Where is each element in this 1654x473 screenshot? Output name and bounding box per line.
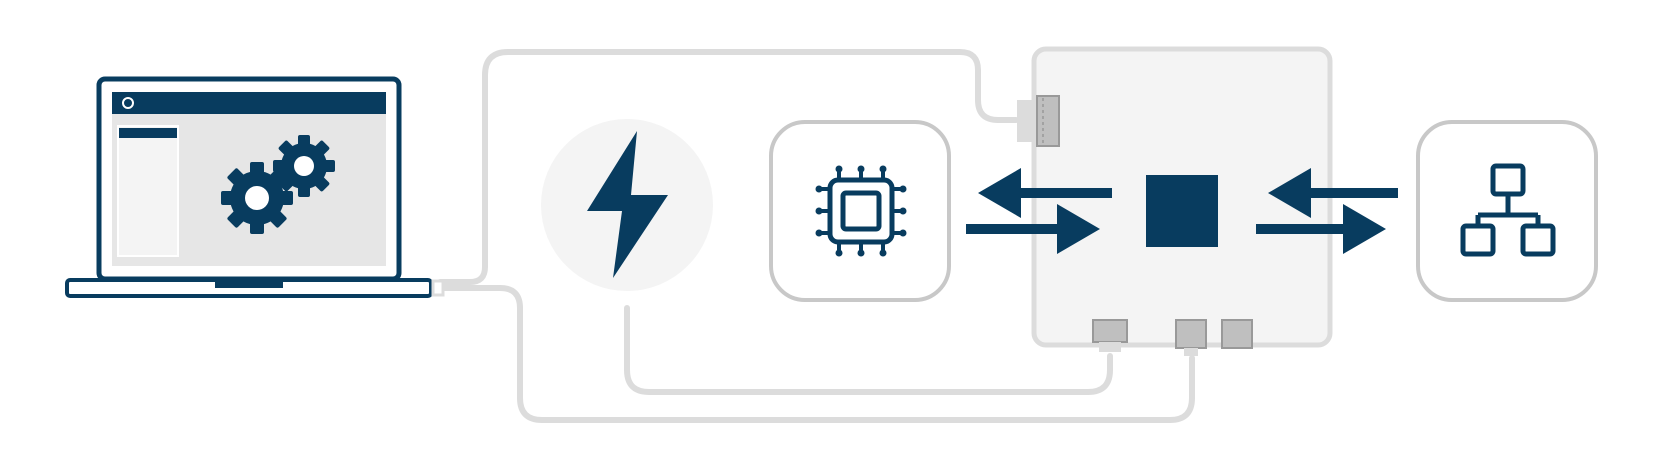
window-button-icon bbox=[122, 97, 134, 109]
power-node bbox=[541, 119, 713, 291]
cable-laptop-to-bottom-port bbox=[437, 285, 1195, 423]
arrows-core-network bbox=[1256, 168, 1398, 254]
bottom-port-power bbox=[1092, 319, 1128, 343]
arrow-right-icon bbox=[1057, 204, 1100, 254]
arrow-left-icon bbox=[1268, 168, 1311, 218]
network-node bbox=[1416, 120, 1598, 302]
processor-node bbox=[769, 120, 951, 302]
network-hierarchy-icon bbox=[1460, 163, 1556, 257]
window-sidebar-header bbox=[119, 128, 177, 138]
gears-icon bbox=[221, 135, 335, 234]
device-board bbox=[1017, 46, 1333, 356]
cpu-chip-icon bbox=[815, 165, 907, 257]
lightning-bolt-icon bbox=[587, 131, 668, 278]
arrows-processor-core bbox=[966, 168, 1112, 254]
cable-power-to-bottom-port bbox=[624, 305, 1113, 395]
bottom-port-ethernet-1 bbox=[1175, 319, 1207, 349]
window-title-bar bbox=[112, 92, 386, 114]
side-port bbox=[1036, 95, 1060, 147]
square-chip-icon bbox=[1146, 175, 1218, 247]
bottom-port-ethernet-2 bbox=[1221, 319, 1253, 349]
laptop-port bbox=[431, 279, 445, 297]
arrow-right-icon bbox=[1343, 204, 1386, 254]
cables bbox=[437, 49, 1195, 423]
arrow-left-icon bbox=[978, 168, 1021, 218]
cable-laptop-to-side-port bbox=[437, 49, 1019, 285]
laptop bbox=[65, 76, 445, 298]
side-port-housing bbox=[1017, 100, 1037, 142]
window-sidebar bbox=[117, 125, 179, 257]
laptop-trackpad-notch bbox=[215, 282, 283, 288]
